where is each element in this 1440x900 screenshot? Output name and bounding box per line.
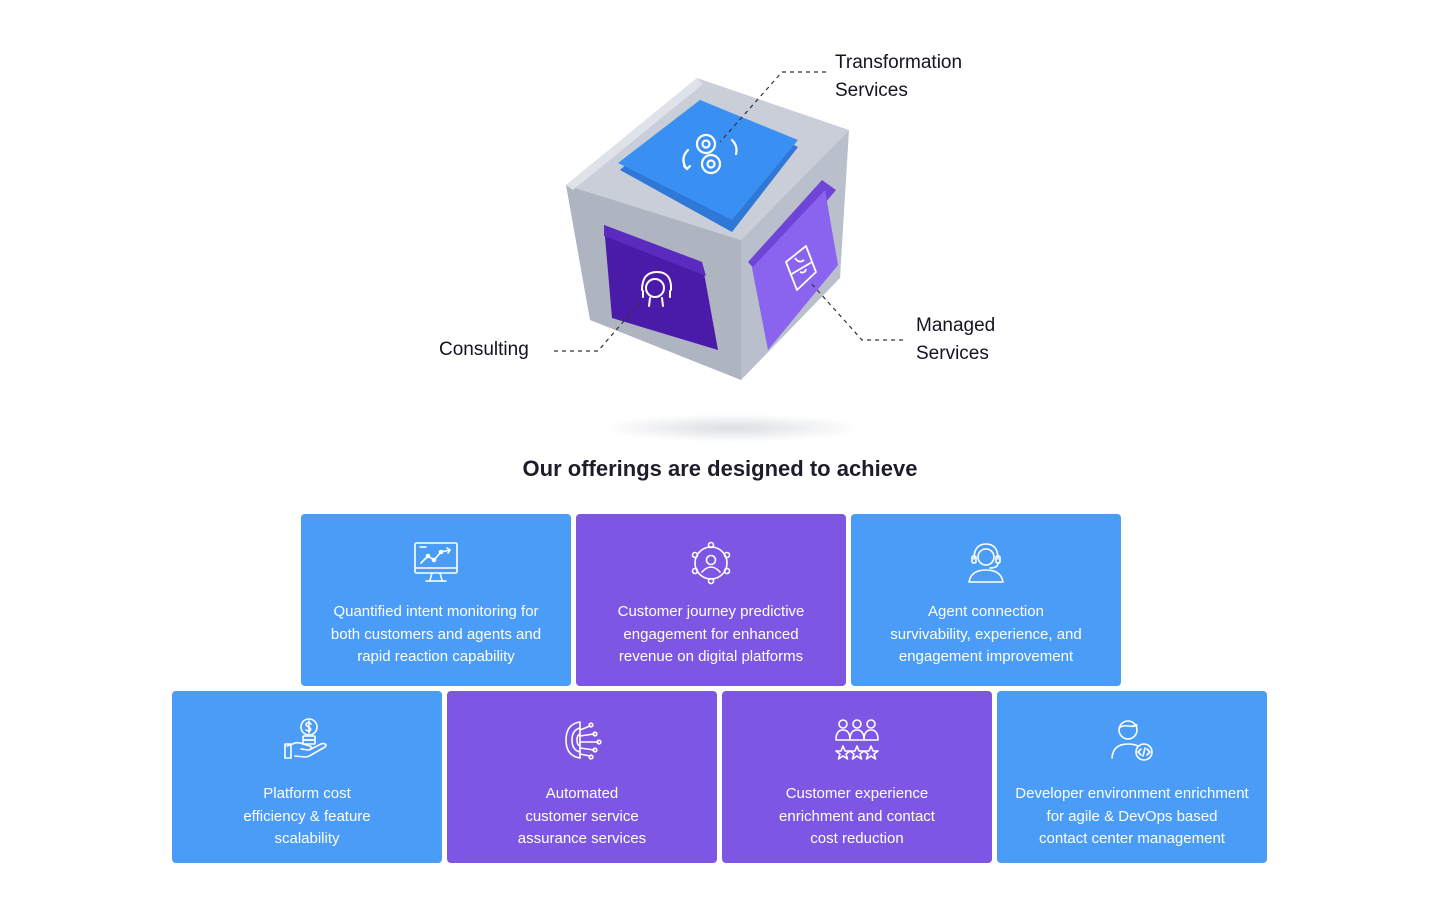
label-consulting: Consulting [439,339,529,360]
cube-leader-lines [554,71,903,352]
offering-text: Customer experience enrichment and conta… [779,785,935,847]
cube-right-face [752,190,838,350]
hand-coin-icon [284,718,327,759]
offering-card-platform-cost: Platform cost efficiency & feature scala… [172,691,442,863]
ai-head-circuit-icon [565,721,602,760]
group-stars-icon [835,719,879,760]
headset-agent-icon [968,543,1004,583]
offering-text: Platform cost efficiency & feature scala… [243,785,371,847]
cube-left-face [604,225,718,350]
offering-text: Quantified intent monitoring for both cu… [330,603,542,665]
headset-agent-icon [641,270,673,307]
offering-text: Developer environment enrichment for agi… [1015,785,1249,847]
offering-card-developer-environment: Developer environment enrichment for agi… [997,691,1267,863]
consulting-leader-line [554,299,643,352]
cube-shadow [602,414,862,442]
offering-card-journey-engagement: Customer journey predictive engagement f… [576,514,846,686]
offering-card-customer-experience: Customer experience enrichment and conta… [722,691,992,863]
managed-leader-line [809,281,903,341]
user-network-icon [691,541,731,585]
offering-text: Customer journey predictive engagement f… [617,603,805,665]
label-managed-services: Managed Services [916,315,996,364]
developer-code-icon [1111,720,1153,761]
label-transformation-services: Transformation Services [835,52,963,101]
offering-card-agent-connection: Agent connection survivability, experien… [851,514,1121,686]
offering-card-automated-assurance: Automated customer service assurance ser… [447,691,717,863]
gears-cycle-icon [682,133,738,175]
offering-text: Agent connection survivability, experien… [890,603,1082,665]
offering-card-intent-monitoring: Quantified intent monitoring for both cu… [301,514,571,686]
monitor-chart-icon [414,542,458,582]
puzzle-board-icon [785,245,817,291]
offerings-heading: Our offerings are designed to achieve [522,456,918,481]
services-cube-illustration [554,71,903,442]
transformation-leader-line [719,71,826,143]
cube-top-face [618,100,798,220]
offering-text: Automated customer service assurance ser… [517,785,647,847]
